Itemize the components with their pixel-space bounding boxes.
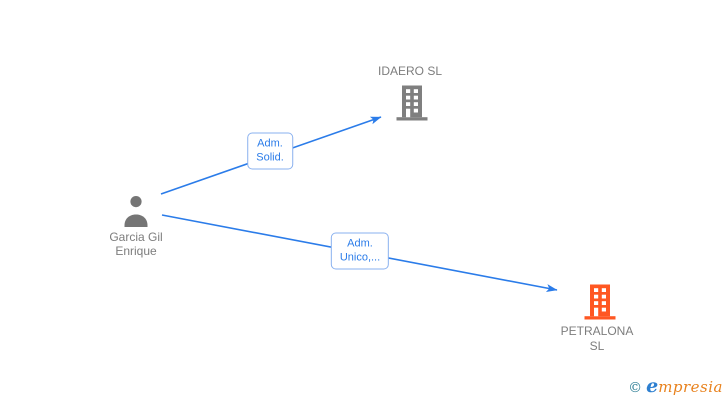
person-name-line2: Enrique bbox=[115, 244, 157, 258]
building-icon bbox=[584, 284, 616, 320]
edge-label-adm-solid: Adm. Solid. bbox=[247, 132, 293, 170]
node-person-label: Garcia Gil Enrique bbox=[76, 230, 196, 258]
edge2-label-line2: Unico,... bbox=[339, 251, 381, 264]
copyright-icon: © bbox=[628, 380, 643, 396]
petralona-name-line2: SL bbox=[589, 339, 605, 353]
node-person[interactable] bbox=[121, 194, 151, 227]
edge1-label-line2: Solid. bbox=[256, 151, 284, 164]
node-idaero-label: IDAERO SL bbox=[350, 64, 470, 78]
brand-initial: e bbox=[646, 375, 659, 397]
brand-rest: mpresia bbox=[658, 378, 723, 396]
idaero-name: IDAERO SL bbox=[377, 64, 443, 78]
petralona-name-line1: PETRALONA bbox=[560, 324, 634, 338]
node-petralona-label: PETRALONA SL bbox=[537, 324, 657, 354]
node-petralona[interactable] bbox=[583, 284, 617, 320]
person-name-line1: Garcia Gil bbox=[109, 230, 163, 244]
person-icon bbox=[124, 196, 148, 227]
edge1-label-line1: Adm. bbox=[257, 137, 283, 150]
edge-label-adm-unico: Adm. Unico,... bbox=[330, 232, 390, 270]
building-icon bbox=[396, 85, 428, 121]
edge2-label-line1: Adm. bbox=[347, 237, 373, 250]
watermark-empresia: ©empresia bbox=[628, 375, 723, 397]
node-idaero[interactable] bbox=[395, 85, 429, 121]
